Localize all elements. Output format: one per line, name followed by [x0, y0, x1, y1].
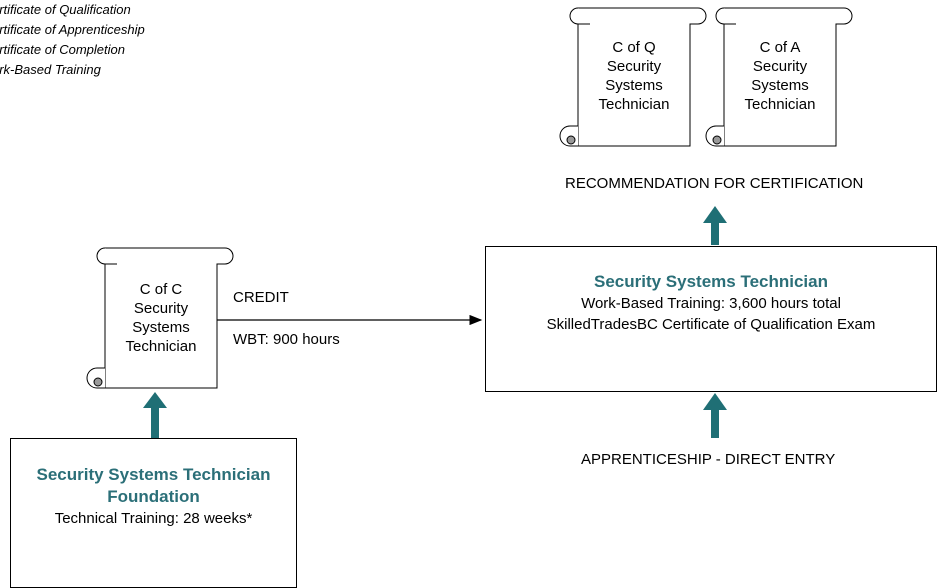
cofc-abbrev: C of C [139, 281, 183, 298]
wbt-label: WBT: 900 hours [233, 331, 340, 348]
recommendation-label: RECOMMENDATION FOR CERTIFICATION [565, 175, 864, 192]
cofa-line-3: Systems [751, 77, 809, 94]
main-program-wbt: Work-Based Training: 3,600 hours total [581, 295, 841, 312]
legend-item-wbt: ork-Based Training [0, 62, 101, 77]
direct-entry-label: APPRENTICESHIP - DIRECT ENTRY [581, 451, 836, 468]
foundation-title-2: Foundation [107, 487, 200, 506]
recommendation-up-arrow [703, 206, 727, 245]
foundation-technical-training: Technical Training: 28 weeks* [54, 510, 253, 527]
cofq-line-3: Systems [605, 77, 663, 94]
cofa-line-2: Security [752, 58, 808, 75]
cofc-line-2: Security [133, 300, 189, 317]
cofq-scroll-shape [559, 7, 707, 147]
cofq-certificate: C of Q Security Systems Technician [578, 38, 690, 114]
foundation-up-arrow [143, 392, 167, 438]
main-program-title: Security Systems Technician [593, 272, 828, 291]
cofa-scroll-shape [705, 7, 853, 147]
cofc-certificate: C of C Security Systems Technician [105, 280, 217, 356]
foundation-program-box: Security Systems Technician Foundation T… [10, 438, 297, 588]
legend-item-cofa: ertificate of Apprenticeship [0, 22, 145, 37]
main-program-box: Security Systems Technician Work-Based T… [485, 246, 937, 392]
cofq-line-4: Technician [598, 96, 670, 113]
cofq-abbrev: C of Q [612, 39, 656, 56]
cofc-line-3: Systems [132, 319, 190, 336]
legend-item-cofc: ertificate of Completion [0, 42, 125, 57]
cofa-certificate: C of A Security Systems Technician [724, 38, 836, 114]
main-program-exam: SkilledTradesBC Certificate of Qualifica… [546, 316, 876, 333]
legend-item-cofq: ertificate of Qualification [0, 2, 131, 17]
foundation-title-1: Security Systems Technician [36, 465, 271, 484]
cofa-abbrev: C of A [759, 39, 801, 56]
cofc-scroll-shape [86, 247, 234, 389]
cofq-line-2: Security [606, 58, 662, 75]
direct-entry-up-arrow [703, 393, 727, 438]
cofc-line-4: Technician [125, 338, 197, 355]
cofa-line-4: Technician [744, 96, 816, 113]
credit-label: CREDIT [233, 289, 289, 306]
abbreviation-legend: ertificate of Qualification ertificate o… [0, 0, 145, 80]
